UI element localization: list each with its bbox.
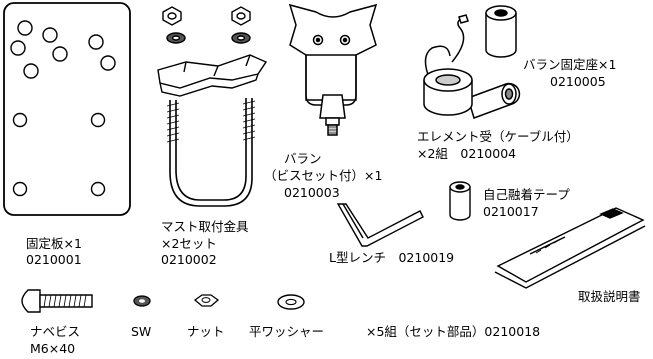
manual-label: 取扱説明書 <box>578 289 641 304</box>
set-label: ×5組（セット部品）0210018 <box>366 324 541 339</box>
receiver-name: エレメント受（ケーブル付） <box>417 129 579 144</box>
bracket-qty: ×2セット <box>161 236 217 251</box>
tape-name: 自己融着テープ <box>483 187 570 202</box>
balun-name: バラン <box>284 151 322 166</box>
manual-icon <box>0 0 653 300</box>
bracket-code: 0210002 <box>161 252 217 267</box>
nut-label: ナット <box>187 324 225 339</box>
balun-code: 0210003 <box>284 185 340 200</box>
screw-name: ナベビス <box>30 324 81 339</box>
balun-detail: （ビスセット付）×1 <box>264 168 383 183</box>
washer-label: 平ワッシャー <box>249 324 325 339</box>
l-wrench-icon <box>0 0 653 250</box>
wrench-label: L型レンチ 0210019 <box>329 250 455 265</box>
seat-name: バラン固定座×1 <box>523 57 617 72</box>
plate-name: 固定板×1 <box>26 236 82 251</box>
balun-icon <box>0 0 400 150</box>
element-receiver-icon <box>0 0 560 130</box>
bracket-name: マスト取付金具 <box>161 219 249 234</box>
tape-code: 0210017 <box>483 204 539 219</box>
plate-icon <box>0 0 135 220</box>
sw-label: SW <box>131 324 152 339</box>
seat-code: 0210005 <box>550 74 606 89</box>
tape-icon <box>0 0 653 230</box>
mast-bracket-icon <box>0 0 300 230</box>
plate-code: 0210001 <box>26 252 82 267</box>
balun-seat-icon <box>0 0 653 70</box>
receiver-qty-code: ×2組 0210004 <box>417 146 517 161</box>
screw-size: M6×40 <box>30 341 76 356</box>
